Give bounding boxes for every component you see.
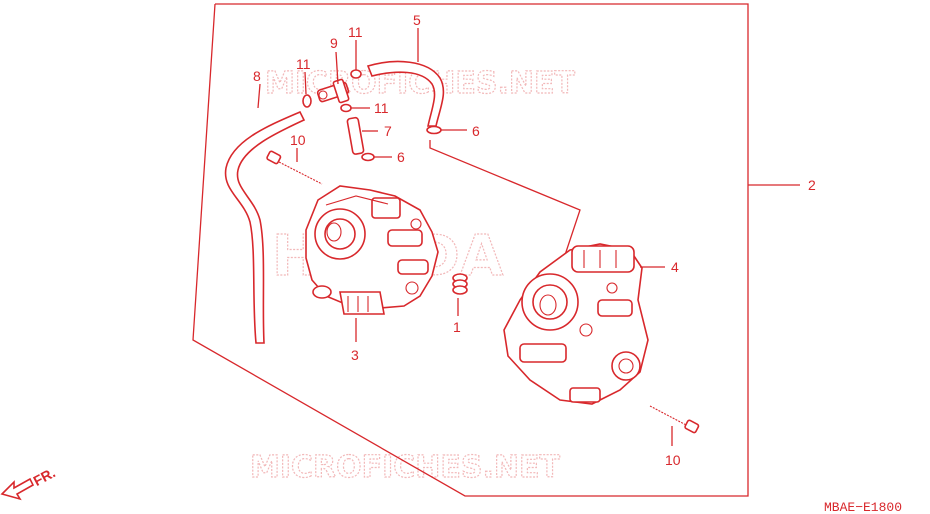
joint-9 (316, 78, 350, 104)
callout-10-lower: 10 (665, 452, 681, 468)
front-direction-arrow (0, 477, 35, 501)
spring-1 (452, 273, 468, 295)
watermark-bottom: MICROFICHES.NET (250, 450, 561, 485)
callout-11-left: 11 (296, 56, 311, 72)
leader-8 (257, 83, 261, 109)
bolt-10-lower (649, 405, 700, 434)
callout-8: 8 (253, 68, 261, 84)
routing-line (429, 140, 581, 256)
callout-3: 3 (351, 347, 359, 363)
front-direction-label: FR. (30, 464, 57, 489)
callout-11-top: 11 (348, 24, 363, 40)
clip-11-mid (340, 103, 352, 113)
callout-1: 1 (453, 319, 461, 335)
clip-6-upper (426, 125, 442, 135)
tube-7 (346, 116, 365, 155)
clip-6-lower (361, 152, 375, 162)
callout-7: 7 (384, 123, 392, 139)
carburetor-3 (305, 185, 439, 315)
callout-6-upper: 6 (472, 123, 480, 139)
carburetor-4 (503, 243, 649, 405)
leader-11-left (304, 71, 307, 95)
callout-9: 9 (330, 35, 338, 51)
hose-8 (224, 110, 306, 344)
callout-10-upper: 10 (290, 132, 306, 148)
leader-9 (335, 51, 339, 85)
assembly-outline (192, 3, 749, 497)
callout-5: 5 (413, 12, 421, 28)
diagram-code: MBAE−E1800 (824, 500, 902, 514)
clip-11-top (350, 69, 362, 79)
callout-2: 2 (808, 177, 816, 193)
bolt-10-upper (266, 150, 323, 185)
callout-11-mid: 11 (374, 100, 389, 116)
callout-6-lower: 6 (397, 149, 405, 165)
clip-11-left (302, 94, 312, 108)
callout-4: 4 (671, 259, 679, 275)
